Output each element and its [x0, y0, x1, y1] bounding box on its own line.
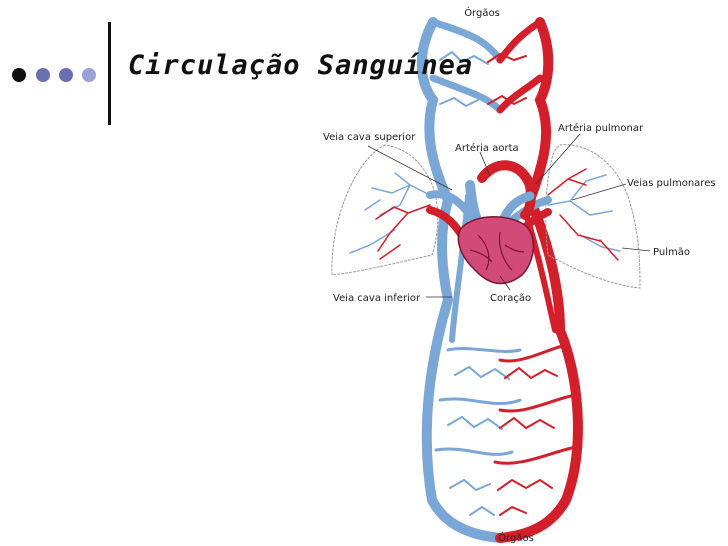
leader-lines — [367, 133, 651, 298]
label-aorta: Artéria aorta — [455, 142, 519, 154]
lower-organ-capillaries — [434, 343, 582, 516]
bullet-dot-2 — [36, 68, 50, 82]
label-organs-bottom: Órgãos — [498, 531, 534, 544]
label-vena-cava-inferior: Veia cava inferior — [333, 293, 421, 304]
heart — [457, 216, 534, 285]
label-heart: Coração — [490, 293, 531, 304]
bullet-dot-3 — [59, 68, 73, 82]
label-pulmonary-artery: Artéria pulmonar — [558, 122, 644, 134]
label-pulmonary-veins: Veias pulmonares — [627, 178, 716, 189]
bullet-dot-4 — [82, 68, 96, 82]
title-divider — [108, 22, 111, 125]
right-lung — [545, 144, 641, 289]
label-vena-cava-superior: Veia cava superior — [323, 132, 416, 143]
label-lung: Pulmão — [653, 247, 690, 258]
label-organs-top: Órgãos — [464, 6, 500, 19]
bullet-dot-1 — [12, 68, 26, 82]
left-lung — [331, 144, 439, 276]
slide-title: Circulação Sanguínea — [128, 50, 474, 81]
